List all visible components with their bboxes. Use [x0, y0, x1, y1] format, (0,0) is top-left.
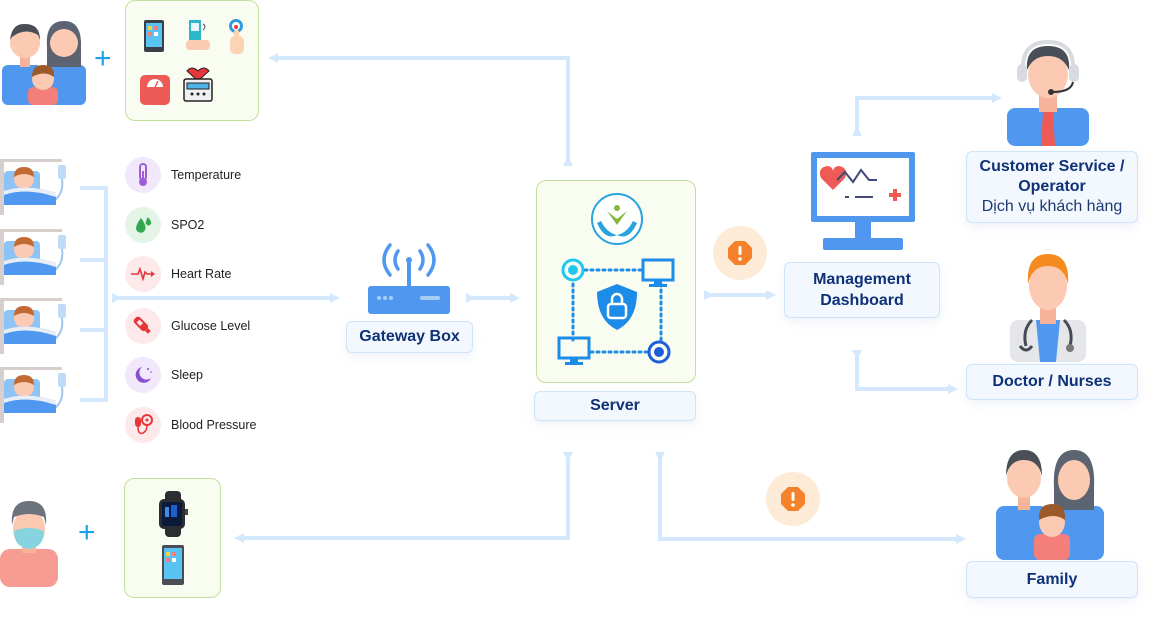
gateway-label-text: Gateway Box — [359, 328, 460, 345]
pulse-oximeter-icon — [186, 20, 210, 57]
arrow-server-to-home-devices — [268, 53, 573, 166]
thermometer-icon — [139, 163, 147, 186]
customer-service-line1: Customer Service / — [979, 158, 1125, 175]
brand-logo-icon — [591, 193, 643, 250]
alert-badge-family — [766, 472, 820, 526]
doctor-label-text: Doctor / Nurses — [992, 373, 1112, 390]
arrow-server-family — [655, 452, 966, 544]
plus-sign-mobile: + — [78, 516, 96, 549]
sensor-blood-pressure: Blood Pressure — [125, 407, 256, 443]
monitor-heart-icon — [811, 152, 915, 257]
doctor-avatar — [1008, 250, 1088, 367]
family-label-text: Family — [1026, 570, 1078, 588]
dashboard-label-line2: Dashboard — [820, 292, 904, 309]
home-devices-box — [125, 0, 259, 121]
home-family-illustration — [0, 15, 90, 105]
patient-in-bed — [0, 227, 70, 290]
secure-network-icon — [557, 256, 677, 376]
mobile-devices-box — [124, 478, 221, 598]
heartbeat-icon — [131, 267, 155, 281]
family-illustration — [994, 448, 1106, 565]
dashboard-label-line1: Management — [813, 271, 911, 288]
plus-sign-home: + — [94, 42, 112, 75]
sensor-sleep: Sleep — [125, 357, 203, 393]
ecg-monitor-icon — [182, 67, 214, 108]
router-icon — [368, 240, 450, 320]
drops-icon — [136, 217, 152, 233]
moon-icon — [135, 367, 152, 383]
sensor-label: Sleep — [171, 368, 203, 382]
patient-in-bed — [0, 157, 70, 220]
doctor-nurses-label[interactable]: Doctor / Nurses — [966, 364, 1138, 400]
arrow-dashboard-customer-service — [852, 93, 1002, 136]
sensor-heart-rate: Heart Rate — [125, 256, 231, 292]
glucose-meter-icon — [225, 18, 247, 61]
arrow-dashboard-doctor — [852, 350, 958, 394]
weighing-scale-icon — [140, 75, 170, 110]
sensor-label: Glucose Level — [171, 319, 251, 333]
alert-badge-dashboard — [713, 226, 767, 280]
smartphone-icon — [144, 20, 164, 57]
customer-service-subtitle: Dịch vụ khách hàng — [981, 198, 1123, 215]
server-label[interactable]: Server — [534, 391, 696, 421]
server-label-text: Server — [590, 397, 640, 414]
glucose-pen-icon — [133, 316, 151, 334]
arrow-server-mobile-devices — [234, 452, 573, 543]
sensor-spo2: SPO2 — [125, 207, 204, 243]
alert-icon — [781, 487, 805, 511]
customer-service-label[interactable]: Customer Service / Operator Dịch vụ khác… — [966, 151, 1138, 223]
sensor-glucose-level: Glucose Level — [125, 308, 250, 344]
gateway-box-label[interactable]: Gateway Box — [346, 321, 473, 353]
alert-icon — [728, 241, 752, 265]
customer-service-line2: Operator — [1018, 178, 1086, 195]
operator-avatar — [1005, 38, 1091, 151]
masked-user-avatar — [0, 497, 60, 592]
patient-in-bed — [0, 365, 70, 428]
family-label[interactable]: Family — [966, 561, 1138, 598]
sensor-label: Temperature — [171, 168, 242, 182]
server-box[interactable] — [536, 180, 696, 383]
blood-pressure-icon — [135, 414, 153, 435]
sensor-label: SPO2 — [171, 218, 205, 232]
patient-in-bed — [0, 296, 70, 359]
patient-bracket — [80, 186, 108, 402]
sensor-label: Heart Rate — [171, 267, 232, 281]
sensor-label: Blood Pressure — [171, 418, 257, 432]
smartphone-icon — [162, 545, 184, 590]
sensor-temperature: Temperature — [125, 157, 241, 193]
smartwatch-icon — [157, 491, 191, 542]
management-dashboard-label[interactable]: Management Dashboard — [784, 262, 940, 318]
